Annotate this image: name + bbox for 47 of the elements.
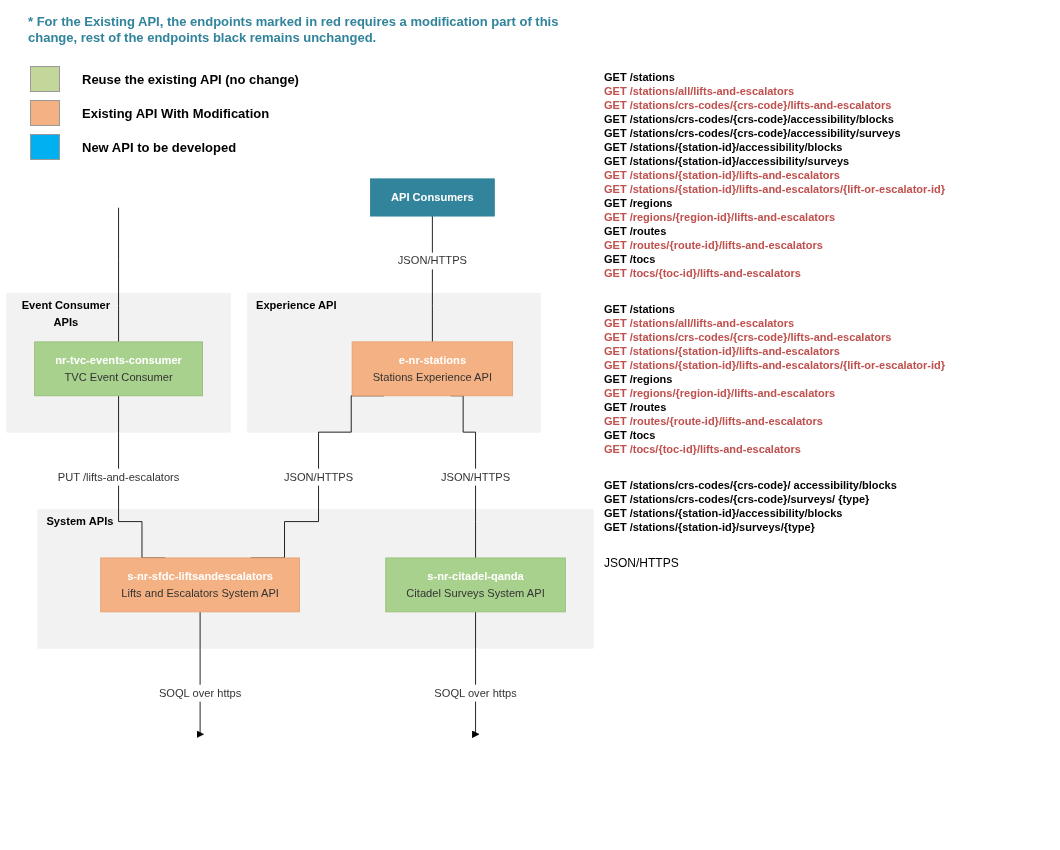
endpoint-text: GET /stations/{station-id}/accessibility/blocks (604, 506, 844, 520)
endpoint-text: GET /stations/{station-id}/lifts-and-escalators (604, 168, 841, 182)
endpoint-text: GET /stations/{station-id}/lifts-and-escalators/{lift-or-escalator-id} (604, 358, 947, 372)
endpoint-text: GET /regions/{region-id}/lifts-and-escalators (604, 386, 837, 400)
edge-label: SOQL over https (158, 686, 242, 700)
endpoint-text: GET /stations/{station-id}/accessibility/surveys (604, 154, 851, 168)
edge-label: PUT /lifts-and-escalators (57, 470, 180, 484)
endpoint-text: GET /tocs/{toc-id}/lifts-and-escalators (604, 442, 802, 456)
edge-label: JSON/HTTPS (283, 470, 354, 484)
endpoint-text: GET /stations/crs-codes/{crs-code}/lifts-and-escalators (604, 98, 893, 112)
endpoint-text: GET /stations/crs-codes/{crs-code}/ accessibility/blocks (604, 478, 898, 492)
connector (118, 207, 119, 343)
edge-label: SOQL over https (434, 686, 517, 700)
node-box: nr-tvc-events-consumer TVC Event Consumer (34, 341, 203, 397)
endpoint-text: GET /stations/crs-codes/{crs-code}/accessibility/surveys (604, 126, 902, 140)
endpoint-text: GET /regions (604, 372, 674, 386)
node-box: API Consumers (370, 178, 495, 217)
endpoint-text: GET /stations (604, 70, 676, 84)
endpoint-text: GET /routes/{route-id}/lifts-and-escalators (604, 414, 824, 428)
edge-label: JSON/HTTPS (397, 254, 467, 267)
endpoint-text: GET /regions/{region-id}/lifts-and-escalators (604, 210, 837, 224)
legend-label: Reuse the existing API (no change) (82, 71, 299, 87)
note-text: * For the Existing API, the endpoints marked in red requires a modification part of this change, rest of the endpoints black remains unchanged. (28, 14, 560, 46)
edge-label: JSON/HTTPS (440, 470, 511, 484)
endpoint-text: GET /stations/{station-id}/surveys/{type} (604, 520, 816, 534)
endpoint-text: GET /routes (604, 400, 668, 414)
protocol-label: JSON/HTTPS (604, 556, 680, 570)
endpoint-text: GET /routes/{route-id}/lifts-and-escalators (604, 238, 824, 252)
endpoint-text: GET /stations/crs-codes/{crs-code}/surveys/ {type} (604, 492, 871, 506)
endpoint-text: GET /routes (604, 224, 668, 238)
node-box: s-nr-citadel-qanda Citadel Surveys System API (385, 557, 566, 613)
endpoint-text: GET /stations/crs-codes/{crs-code}/lifts-and-escalators (604, 330, 893, 344)
endpoint-text: GET /stations/crs-codes/{crs-code}/accessibility/blocks (604, 112, 895, 126)
endpoint-text: GET /tocs (604, 252, 657, 266)
endpoint-text: GET /stations (604, 302, 676, 316)
endpoint-text: GET /stations/{station-id}/lifts-and-escalators (604, 344, 841, 358)
node-box: e-nr-stations Stations Experience API (351, 341, 514, 397)
endpoint-text: GET /stations/{station-id}/lifts-and-escalators/{lift-or-escalator-id} (604, 182, 947, 196)
node-box: s-nr-sfdc-liftsandescalators Lifts and Escalators System API (100, 557, 300, 613)
endpoint-text: GET /regions (604, 196, 674, 210)
endpoint-text: GET /tocs/{toc-id}/lifts-and-escalators (604, 266, 802, 280)
endpoint-text: GET /tocs (604, 428, 657, 442)
endpoint-text: GET /stations/all/lifts-and-escalators (604, 316, 796, 330)
legend-label: Existing API With Modification (82, 105, 270, 121)
endpoint-text: GET /stations/all/lifts-and-escalators (604, 84, 796, 98)
endpoint-text: GET /stations/{station-id}/accessibility/blocks (604, 140, 844, 154)
legend-label: New API to be developed (82, 139, 237, 155)
